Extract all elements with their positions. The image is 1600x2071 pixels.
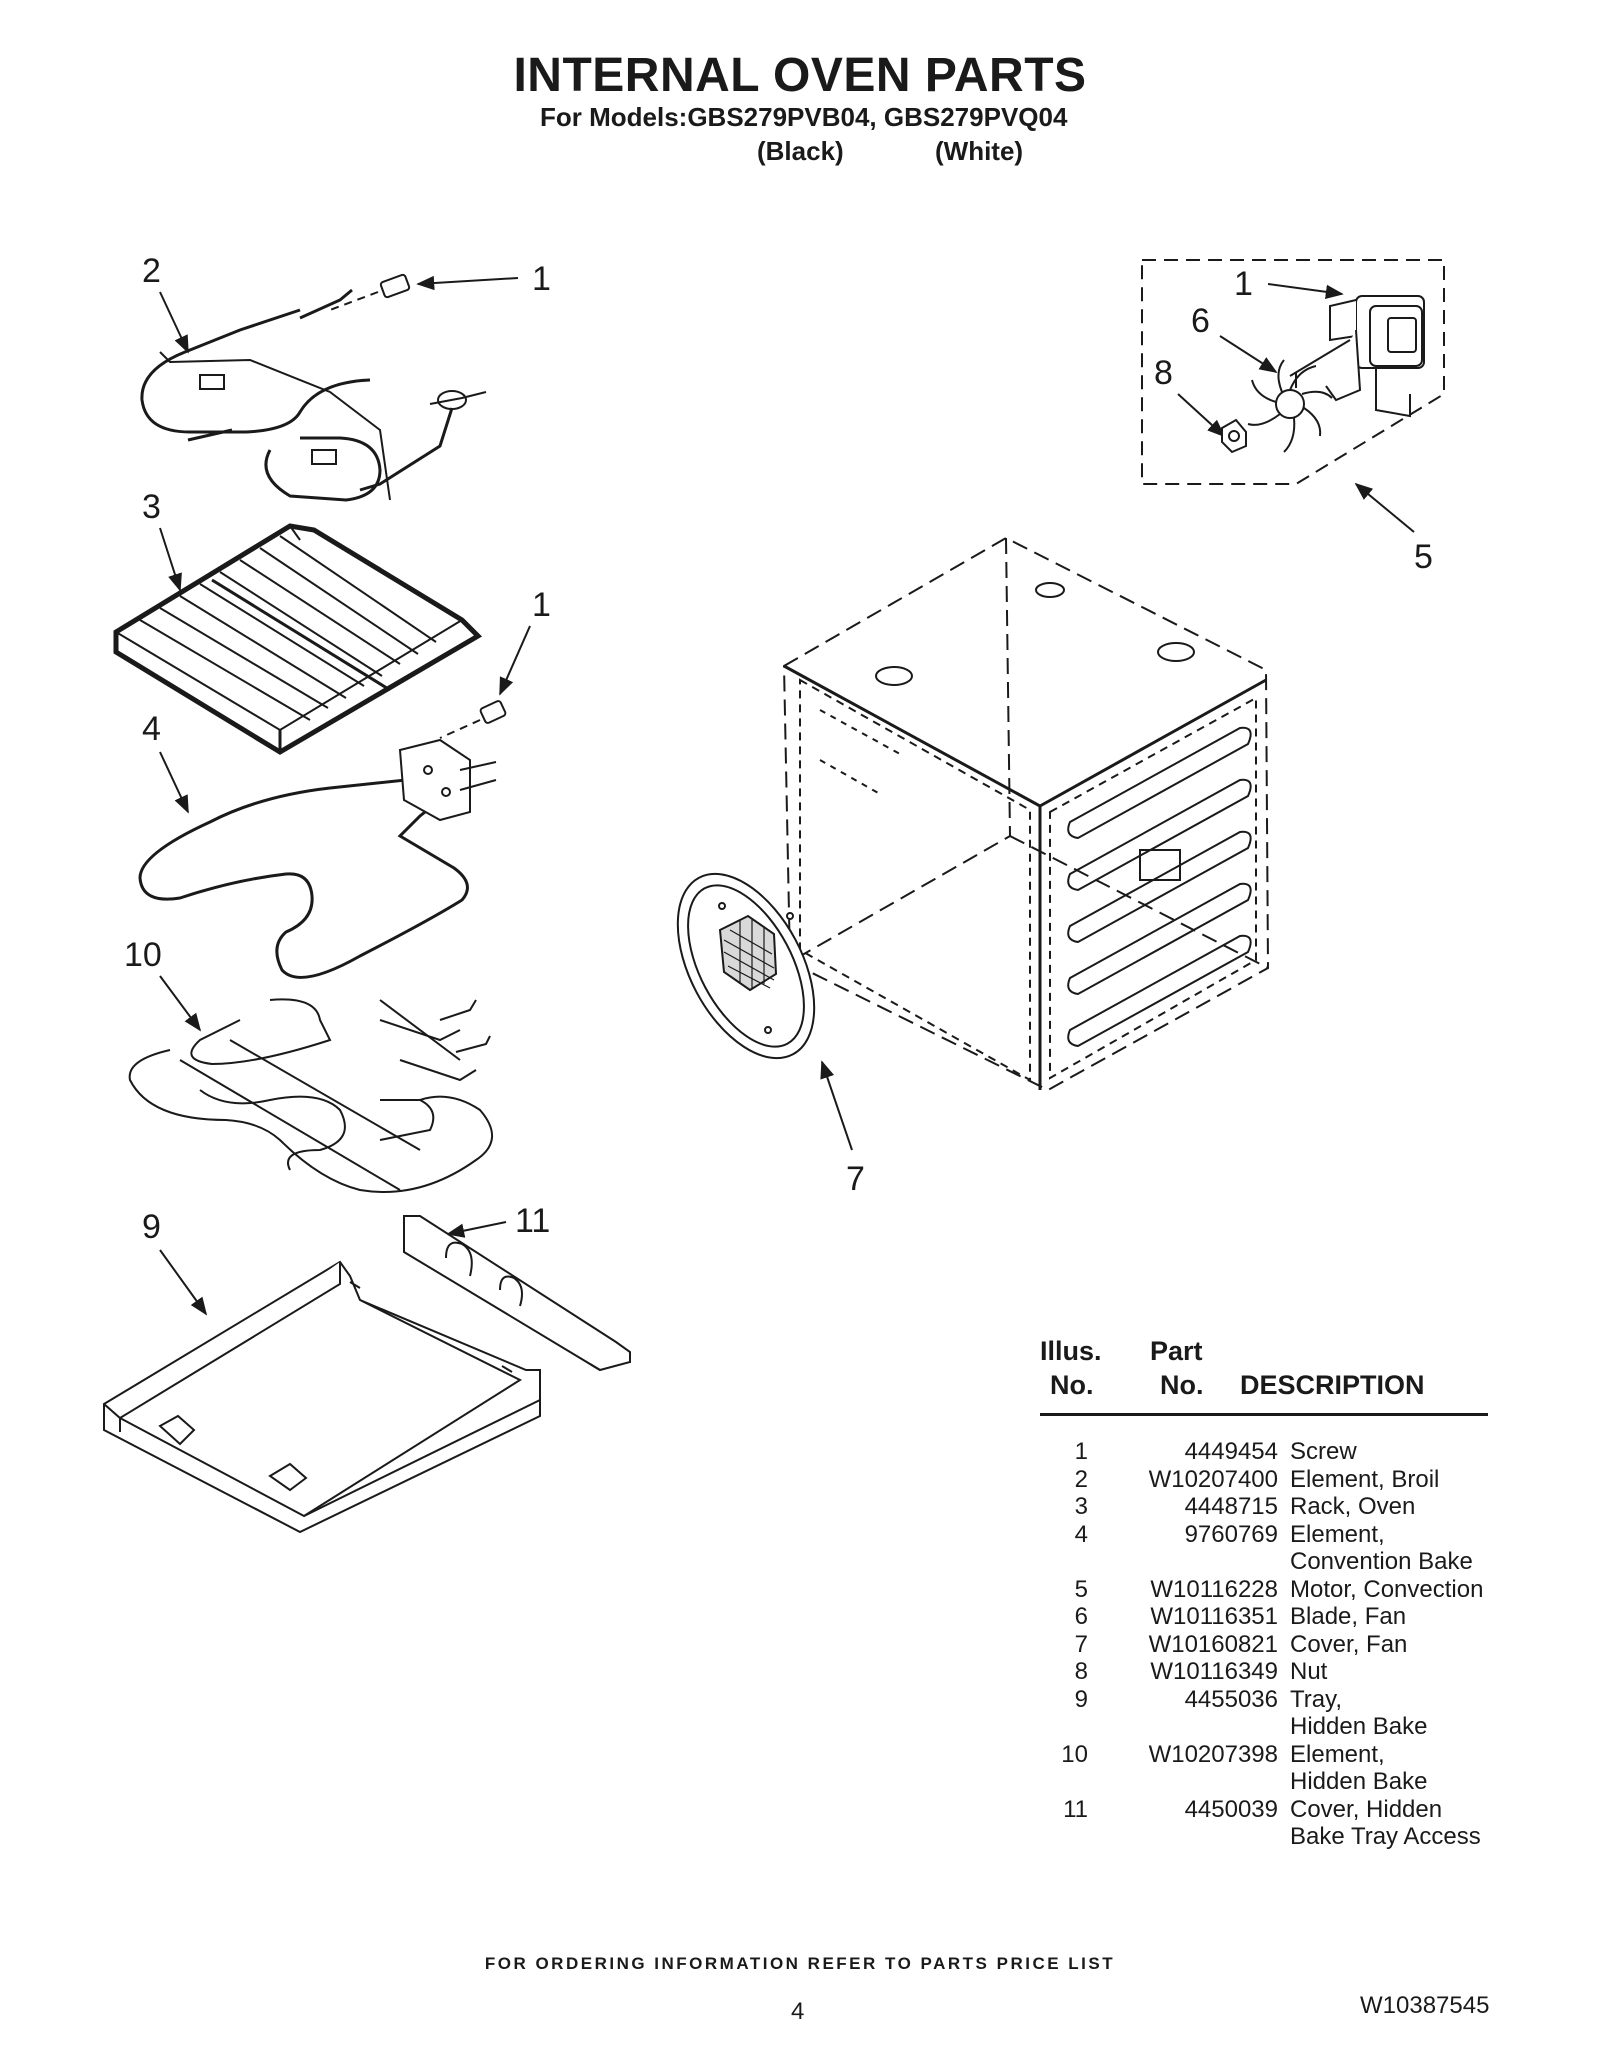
part-description: Screw bbox=[1290, 1438, 1357, 1465]
callout-1-screw-middle: 1 bbox=[532, 586, 551, 624]
callout-4-convection-element: 4 bbox=[142, 710, 161, 748]
illus-no: 9 bbox=[1074, 1685, 1088, 1713]
part-description-line2: Convention Bake bbox=[1290, 1548, 1473, 1575]
parts-row: 11 4450039 Cover, Hidden bbox=[1040, 1796, 1500, 1824]
oven-cavity-drawing bbox=[782, 536, 1270, 1092]
part-no: W10116228 bbox=[1150, 1575, 1278, 1603]
page-number: 4 bbox=[791, 1998, 805, 2025]
parts-row: 7 W10160821 Cover, Fan bbox=[1040, 1631, 1500, 1659]
part-description: Element, bbox=[1290, 1520, 1385, 1548]
part-no: W10116349 bbox=[1150, 1658, 1278, 1685]
illus-no: 10 bbox=[1061, 1740, 1088, 1768]
illus-no: 8 bbox=[1074, 1658, 1088, 1685]
tray-access-cover-drawing bbox=[403, 1215, 631, 1372]
part-no: W10207400 bbox=[1148, 1465, 1278, 1493]
part-description: Nut bbox=[1290, 1658, 1328, 1685]
part-no: 9760769 bbox=[1184, 1520, 1278, 1548]
callout-6-fan-blade: 6 bbox=[1191, 302, 1210, 340]
illus-no: 3 bbox=[1074, 1493, 1088, 1520]
part-description: Element, bbox=[1290, 1740, 1385, 1768]
hidden-bake-element-drawing bbox=[128, 998, 494, 1193]
part-description: Motor, Convection bbox=[1290, 1575, 1484, 1603]
callout-7-fan-cover: 7 bbox=[846, 1160, 865, 1198]
illus-no: 1 bbox=[1074, 1438, 1088, 1465]
part-no: W10160821 bbox=[1148, 1630, 1278, 1658]
part-description-line2: Hidden Bake bbox=[1290, 1768, 1428, 1795]
table-header-description: DESCRIPTION bbox=[1240, 1370, 1425, 1400]
color-label-white: (White) bbox=[935, 136, 1024, 166]
convection-motor-drawing bbox=[1289, 295, 1425, 418]
part-description: Blade, Fan bbox=[1290, 1603, 1407, 1630]
illus-no: 2 bbox=[1074, 1465, 1088, 1493]
parts-row: 2 W10207400 Element, Broil bbox=[1040, 1466, 1500, 1494]
convection-bake-element-drawing bbox=[138, 738, 497, 979]
table-header-illus-line2: No. bbox=[1050, 1370, 1094, 1400]
nut-drawing bbox=[1221, 418, 1247, 454]
table-header-rule bbox=[1040, 1413, 1488, 1416]
part-description: Rack, Oven bbox=[1290, 1493, 1416, 1520]
callout-1-motor-screw: 1 bbox=[1234, 265, 1253, 303]
callout-10-hidden-element: 10 bbox=[124, 936, 162, 974]
parts-row: 5 W10116228 Motor, Convection bbox=[1040, 1576, 1500, 1604]
parts-row: 3 4448715 Rack, Oven bbox=[1040, 1493, 1500, 1521]
callout-5-motor: 5 bbox=[1414, 538, 1433, 576]
part-description-line2: Bake Tray Access bbox=[1290, 1823, 1481, 1850]
part-description: Tray, bbox=[1290, 1685, 1342, 1713]
screw-middle-drawing bbox=[439, 700, 507, 739]
oven-rack-drawing bbox=[113, 523, 483, 755]
illus-no: 11 bbox=[1063, 1795, 1088, 1823]
parts-row-continued: Convention Bake bbox=[1040, 1548, 1500, 1576]
callout-2-broil-element: 2 bbox=[142, 252, 161, 290]
parts-row: 10 W10207398 Element, bbox=[1040, 1741, 1500, 1769]
callout-8-nut: 8 bbox=[1154, 354, 1173, 392]
illus-no: 6 bbox=[1074, 1603, 1088, 1630]
motor-assembly-dashed-box bbox=[1141, 259, 1445, 485]
illus-no: 4 bbox=[1074, 1520, 1088, 1548]
table-header-part-line2: No. bbox=[1160, 1370, 1204, 1400]
parts-row: 4 9760769 Element, bbox=[1040, 1521, 1500, 1549]
table-header-part-line1: Part bbox=[1150, 1336, 1203, 1366]
fan-blade-drawing bbox=[1247, 359, 1333, 453]
part-no: 4449454 bbox=[1184, 1438, 1278, 1465]
part-no: W10207398 bbox=[1148, 1740, 1278, 1768]
broil-element-drawing bbox=[140, 288, 487, 502]
color-label-black: (Black) bbox=[757, 136, 844, 166]
leader-arrows bbox=[159, 275, 1415, 1316]
callout-11-tray-cover: 11 bbox=[515, 1202, 550, 1240]
part-no: 4448715 bbox=[1184, 1493, 1278, 1520]
screw-top-drawing bbox=[329, 273, 411, 311]
parts-row-continued: Bake Tray Access bbox=[1040, 1823, 1500, 1851]
part-no: 4450039 bbox=[1184, 1795, 1278, 1823]
parts-row: 6 W10116351 Blade, Fan bbox=[1040, 1603, 1500, 1631]
parts-row-continued: Hidden Bake bbox=[1040, 1768, 1500, 1796]
parts-list: 1 4449454 Screw 2 W10207400 Element, Bro… bbox=[1040, 1438, 1500, 1851]
part-description: Cover, Hidden bbox=[1290, 1795, 1443, 1823]
part-description: Element, Broil bbox=[1290, 1465, 1440, 1493]
parts-row: 9 4455036 Tray, bbox=[1040, 1686, 1500, 1714]
part-no: W10116351 bbox=[1150, 1603, 1278, 1630]
ordering-info-note: FOR ORDERING INFORMATION REFER TO PARTS … bbox=[484, 1954, 1116, 1973]
parts-row-continued: Hidden Bake bbox=[1040, 1713, 1500, 1741]
illus-no: 5 bbox=[1074, 1575, 1088, 1603]
hidden-bake-tray-drawing bbox=[103, 1260, 541, 1534]
callout-9-tray: 9 bbox=[142, 1208, 161, 1246]
callout-1-screw-top: 1 bbox=[532, 260, 551, 298]
parts-row: 8 W10116349 Nut bbox=[1040, 1658, 1500, 1686]
illus-no: 7 bbox=[1074, 1630, 1088, 1658]
page-title: INTERNAL OVEN PARTS bbox=[513, 49, 1087, 102]
fan-cover-drawing bbox=[676, 872, 816, 1060]
parts-row: 1 4449454 Screw bbox=[1040, 1438, 1500, 1466]
part-description-line2: Hidden Bake bbox=[1290, 1713, 1428, 1740]
model-numbers: For Models:GBS279PVB04, GBS279PVQ04 bbox=[540, 102, 1068, 132]
table-header-illus-line1: Illus. bbox=[1040, 1336, 1102, 1366]
document-number: W10387545 bbox=[1360, 1992, 1490, 2019]
callout-3-oven-rack: 3 bbox=[142, 488, 161, 526]
part-no: 4455036 bbox=[1184, 1685, 1278, 1713]
part-description: Cover, Fan bbox=[1290, 1630, 1408, 1658]
